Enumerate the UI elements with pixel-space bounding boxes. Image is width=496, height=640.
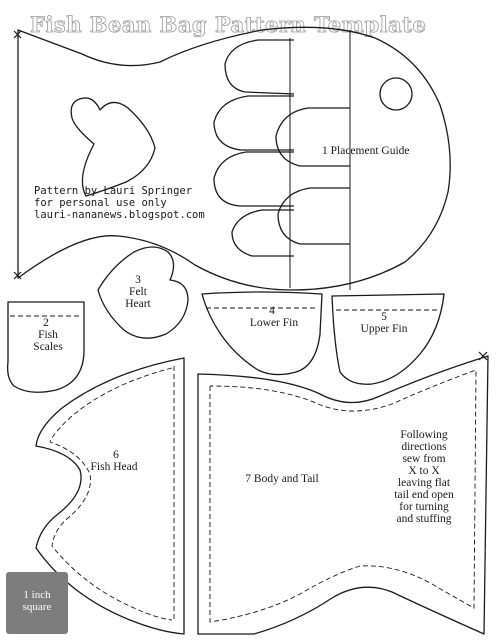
scale-square-line-1: 1 inch bbox=[23, 589, 51, 601]
heart-cutout bbox=[70, 97, 156, 197]
directions-line-8: and stuffing bbox=[396, 513, 451, 525]
directions-line-6: tail end open bbox=[394, 489, 454, 501]
directions-line-5: leaving flat bbox=[398, 477, 451, 489]
lower-fin-outline bbox=[201, 291, 323, 376]
felt-heart-name-1: Felt bbox=[129, 286, 148, 298]
fish-head-outline bbox=[35, 357, 185, 635]
directions-line-1: Following bbox=[400, 429, 448, 441]
placement-guide-outline bbox=[17, 26, 451, 291]
body-tail-outline bbox=[197, 355, 489, 635]
felt-heart-name-2: Heart bbox=[125, 298, 151, 310]
upper-fin-piece: 5 Upper Fin bbox=[331, 293, 445, 385]
felt-heart-outline bbox=[97, 246, 189, 339]
body-tail-piece: 7 Body and Tail Following directions sew… bbox=[197, 351, 489, 635]
scale-outline-2 bbox=[213, 95, 294, 151]
credit-line-1: Pattern by Lauri Springer bbox=[34, 185, 192, 197]
scale-square-line-2: square bbox=[23, 601, 52, 613]
scale-outline-5 bbox=[277, 187, 350, 245]
credit-line-3: lauri-nananews.blogspot.com bbox=[34, 209, 205, 221]
placement-guide-label: 1 Placement Guide bbox=[322, 145, 410, 157]
felt-heart-number: 3 bbox=[135, 274, 141, 286]
body-tail-label: 7 Body and Tail bbox=[245, 473, 318, 485]
scale-outline-1 bbox=[224, 39, 295, 95]
scale-outline-3 bbox=[275, 107, 350, 167]
scale-square-fill bbox=[6, 572, 68, 634]
scale-outline-4 bbox=[213, 151, 294, 207]
upper-fin-outline bbox=[331, 293, 445, 385]
fish-head-number: 6 bbox=[113, 449, 119, 461]
body-tail-seam bbox=[209, 369, 477, 623]
scale-reference-square: 1 inch square bbox=[6, 572, 68, 634]
fish-scales-outline bbox=[6, 301, 85, 393]
credit-line-2: for personal use only bbox=[34, 197, 167, 209]
fish-scales-piece: 2 Fish Scales bbox=[6, 301, 85, 393]
fish-scales-name-1: Fish bbox=[38, 329, 58, 341]
x-mark-bottom-left bbox=[13, 271, 22, 280]
lower-fin-number: 4 bbox=[269, 305, 275, 317]
lower-fin-piece: 4 Lower Fin bbox=[201, 291, 323, 376]
scale-outline-6 bbox=[231, 209, 294, 257]
felt-heart-piece: 3 Felt Heart bbox=[97, 246, 189, 339]
directions-line-3: sew from bbox=[402, 453, 445, 465]
placement-guide-piece: 1 Placement Guide bbox=[13, 26, 451, 291]
fish-head-seam bbox=[49, 367, 173, 621]
eye-circle bbox=[379, 77, 413, 111]
upper-fin-name: Upper Fin bbox=[361, 323, 408, 335]
page-title: Fish Bean Bag Pattern Template bbox=[30, 12, 426, 37]
x-mark-top-left bbox=[13, 30, 22, 39]
lower-fin-name: Lower Fin bbox=[250, 317, 298, 329]
directions-line-7: for turning bbox=[399, 501, 449, 513]
fish-scales-name-2: Scales bbox=[33, 341, 63, 353]
x-mark-body-tail bbox=[478, 351, 488, 361]
fish-head-piece: 6 Fish Head bbox=[35, 357, 185, 635]
fish-scales-number: 2 bbox=[43, 317, 49, 329]
directions-line-4: X to X bbox=[408, 465, 440, 477]
fish-head-name: Fish Head bbox=[91, 461, 138, 473]
directions-line-2: directions bbox=[401, 441, 447, 453]
upper-fin-number: 5 bbox=[381, 311, 387, 323]
